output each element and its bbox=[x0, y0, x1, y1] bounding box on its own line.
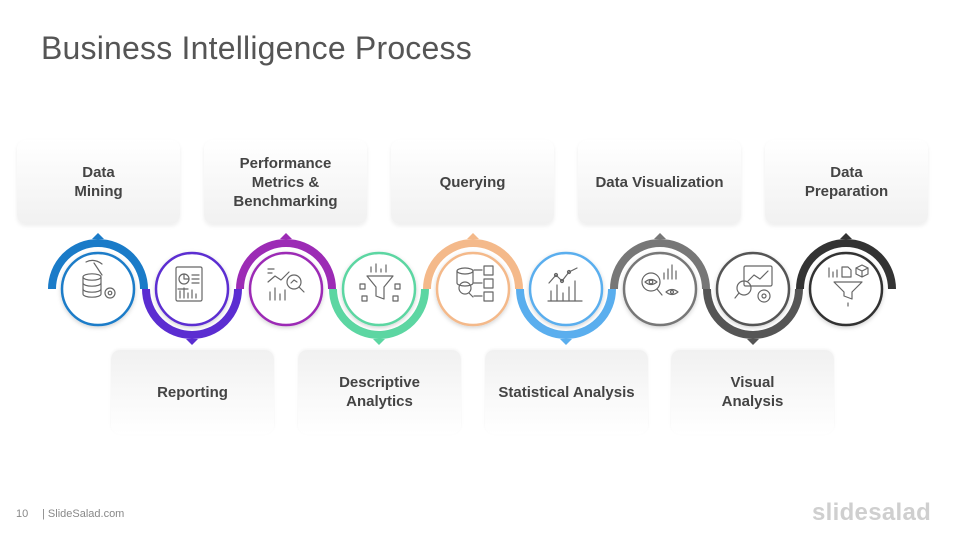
step-circle bbox=[715, 251, 791, 327]
wave-arc bbox=[796, 239, 896, 290]
step-label: Statistical Analysis bbox=[498, 383, 635, 401]
step-circle bbox=[435, 251, 511, 327]
page-number: 10 bbox=[16, 508, 29, 520]
arc-pointer bbox=[373, 339, 385, 345]
step-circle bbox=[60, 251, 136, 327]
step-label: Performance Metrics & Benchmarking bbox=[233, 154, 338, 210]
step-label: Data Preparation bbox=[804, 164, 889, 200]
arc-pointer bbox=[560, 339, 572, 345]
step-label: Descriptive Analytics bbox=[339, 374, 420, 410]
performance-metrics-icon bbox=[267, 268, 305, 301]
querying-icon bbox=[456, 265, 494, 302]
step-circle bbox=[248, 251, 324, 327]
data-visualization-icon bbox=[641, 264, 679, 296]
step-box-visual-analysis: Visual Analysis bbox=[671, 350, 834, 434]
step-box-querying: Querying bbox=[391, 140, 554, 224]
wave-arc bbox=[48, 239, 148, 290]
step-circle bbox=[622, 251, 698, 327]
wave-arc bbox=[516, 288, 616, 339]
data-preparation-icon bbox=[828, 264, 869, 307]
brand-logo: slidesalad bbox=[812, 499, 932, 526]
step-circle bbox=[341, 251, 417, 327]
statistical-analysis-icon bbox=[547, 267, 583, 302]
step-label: Visual Analysis bbox=[721, 374, 784, 410]
step-circle bbox=[808, 251, 884, 327]
arc-pointer bbox=[92, 233, 104, 239]
step-circle bbox=[528, 251, 604, 327]
step-box-data-visualization: Data Visualization bbox=[578, 140, 741, 224]
step-box-reporting: Reporting bbox=[111, 350, 274, 434]
step-label: Data Mining bbox=[74, 164, 123, 200]
step-label: Reporting bbox=[157, 383, 228, 401]
data-mining-icon bbox=[82, 259, 116, 299]
step-icons bbox=[82, 259, 869, 307]
wave-arc bbox=[329, 288, 429, 339]
wave-arc bbox=[423, 239, 523, 290]
step-circles bbox=[60, 251, 884, 327]
arc-pointer bbox=[654, 233, 666, 239]
arc-pointer bbox=[840, 233, 852, 239]
wave-arc bbox=[142, 288, 242, 339]
wave-arc bbox=[610, 239, 710, 290]
step-label: Data Visualization bbox=[595, 173, 724, 191]
step-box-performance-metrics: Performance Metrics & Benchmarking bbox=[204, 140, 367, 224]
step-label: Querying bbox=[439, 173, 506, 191]
reporting-icon bbox=[175, 266, 203, 302]
arc-pointer bbox=[747, 339, 759, 345]
descriptive-analytics-icon bbox=[359, 263, 401, 302]
slide-title: Business Intelligence Process bbox=[41, 30, 472, 66]
arc-pointer bbox=[467, 233, 479, 239]
step-box-descriptive-analytics: Descriptive Analytics bbox=[298, 350, 461, 434]
wave-arc bbox=[703, 288, 803, 339]
wave-arc bbox=[236, 239, 336, 290]
footer-site: | SlideSalad.com bbox=[42, 508, 125, 520]
step-circle bbox=[154, 251, 230, 327]
step-box-statistical-analysis: Statistical Analysis bbox=[485, 350, 648, 434]
arc-pointer bbox=[280, 233, 292, 239]
step-box-data-mining: Data Mining bbox=[17, 140, 180, 224]
visual-analysis-icon bbox=[734, 265, 773, 303]
step-box-data-preparation: Data Preparation bbox=[765, 140, 928, 224]
arc-pointer bbox=[186, 339, 198, 345]
wave-arcs bbox=[48, 233, 896, 345]
